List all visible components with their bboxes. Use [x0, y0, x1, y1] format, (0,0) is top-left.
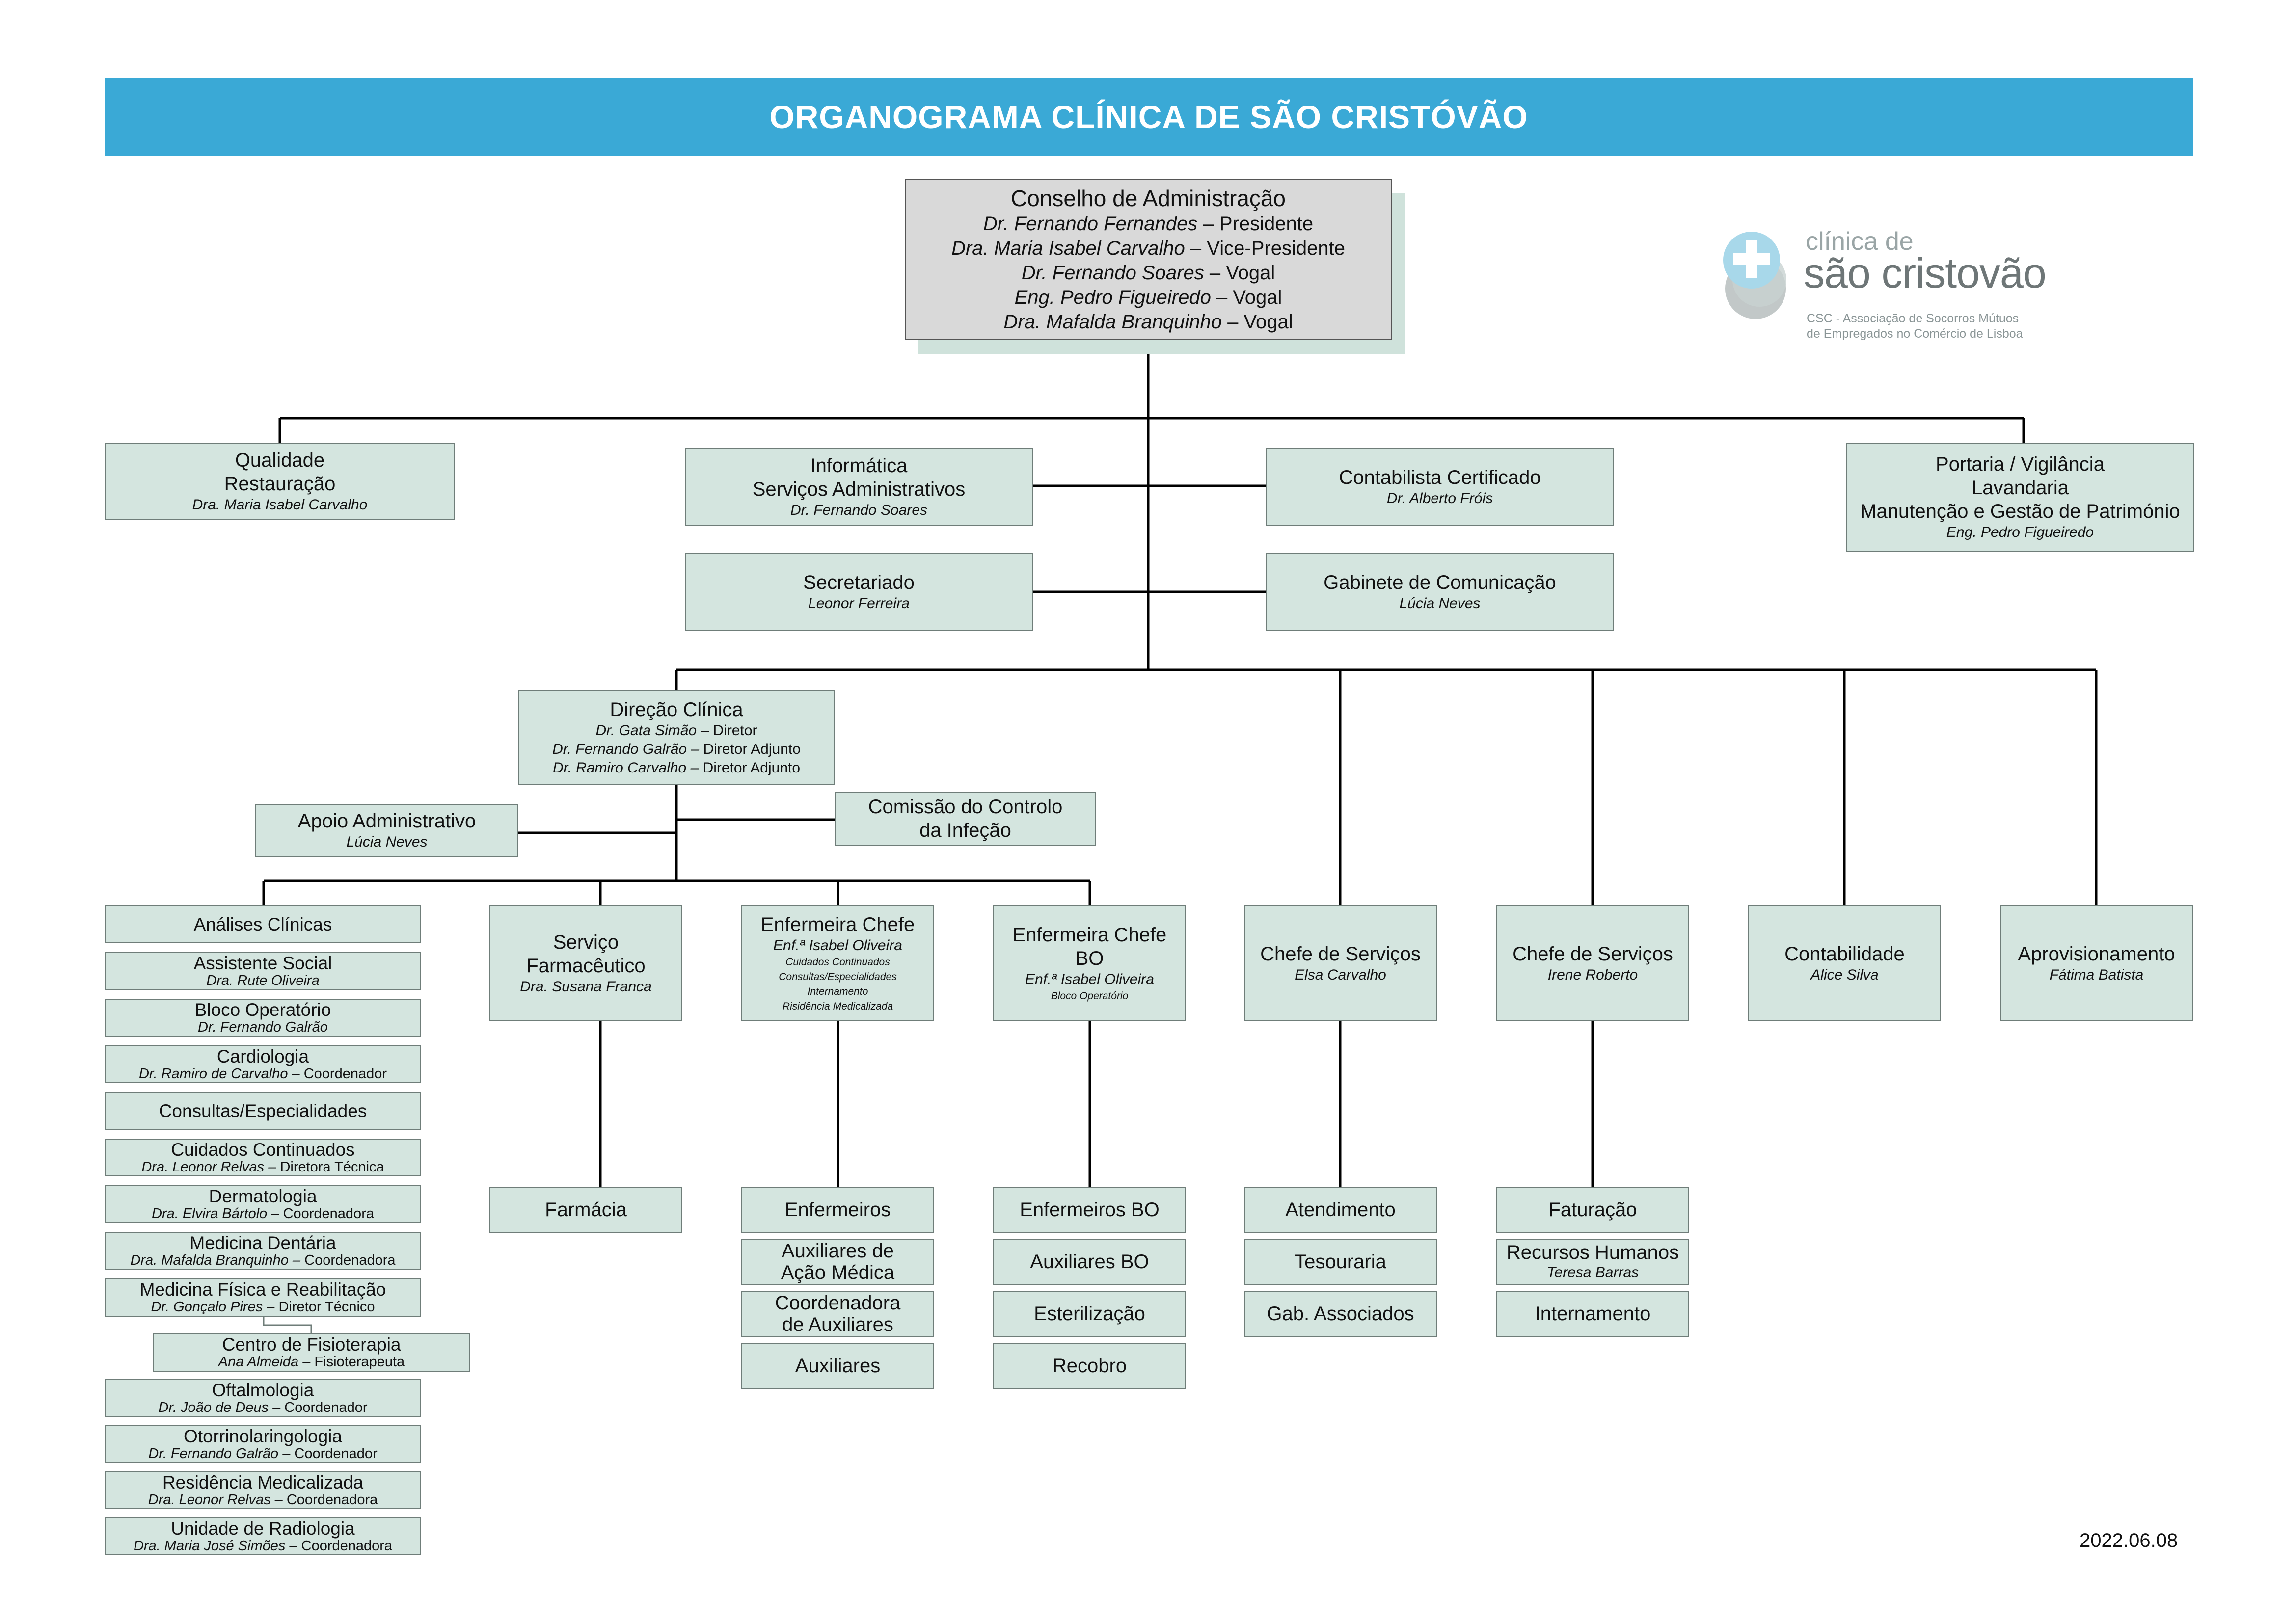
board-member: Eng. Pedro Figueiredo – Vogal [1014, 287, 1282, 308]
service-centro-fisioterapia: Centro de Fisioterapia Ana Almeida – Fis… [153, 1333, 470, 1372]
enfermeiros-bo-box: Enfermeiros BO [993, 1187, 1186, 1233]
service-residencia-medicalizada: Residência Medicalizada Dra. Leonor Relv… [105, 1471, 421, 1509]
qualidade-box: Qualidade Restauração Dra. Maria Isabel … [105, 443, 455, 520]
service-dermatologia: Dermatologia Dra. Elvira Bártolo – Coord… [105, 1185, 421, 1223]
informatica-box: Informática Serviços Administrativos Dr.… [685, 448, 1033, 526]
title-banner: ORGANOGRAMA CLÍNICA DE SÃO CRISTÓVÃO [105, 78, 2193, 156]
portaria-box: Portaria / Vigilância Lavandaria Manuten… [1846, 443, 2194, 552]
chefe-servicos-irene-box: Chefe de Serviços Irene Roberto [1496, 905, 1689, 1021]
logo-subtitle: CSC - Associação de Socorros Mútuos de E… [1807, 312, 2023, 341]
board-member: Dra. Mafalda Branquinho – Vogal [1003, 311, 1293, 333]
service-cardiologia: Cardiologia Dr. Ramiro de Carvalho – Coo… [105, 1045, 421, 1083]
board-title: Conselho de Administração [1011, 186, 1286, 211]
service-medicina-fisica: Medicina Física e Reabilitação Dr. Gonça… [105, 1278, 421, 1317]
enfermeira-chefe-box: Enfermeira Chefe Enf.ª Isabel Oliveira C… [741, 905, 934, 1021]
coordenadora-auxiliares-box: Coordenadora de Auxiliares [741, 1291, 934, 1337]
service-cuidados-continuados: Cuidados Continuados Dra. Leonor Relvas … [105, 1139, 421, 1176]
gab-associados-box: Gab. Associados [1244, 1291, 1437, 1337]
enfermeiros-box: Enfermeiros [741, 1187, 934, 1233]
gabinete-comunicacao-box: Gabinete de Comunicação Lúcia Neves [1266, 553, 1614, 631]
clinic-logo: clínica de são cristovão CSC - Associaçã… [1718, 221, 2091, 348]
servico-farmaceutico-box: Serviço Farmacêutico Dra. Susana Franca [489, 905, 682, 1021]
farmacia-box: Farmácia [489, 1187, 682, 1233]
board-member: Dr. Fernando Soares – Vogal [1021, 262, 1275, 284]
faturacao-box: Faturação [1496, 1187, 1689, 1233]
auxiliares-bo-box: Auxiliares BO [993, 1239, 1186, 1285]
aprovisionamento-box: Aprovisionamento Fátima Batista [2000, 905, 2193, 1021]
logo-line-1: clínica de [1806, 227, 1914, 256]
page-title: ORGANOGRAMA CLÍNICA DE SÃO CRISTÓVÃO [769, 99, 1528, 135]
service-assistente-social: Assistente Social Dra. Rute Oliveira [105, 952, 421, 990]
document-date: 2022.06.08 [2080, 1530, 2178, 1551]
chefe-servicos-elsa-box: Chefe de Serviços Elsa Carvalho [1244, 905, 1437, 1021]
connector [263, 1317, 312, 1333]
auxiliares-acao-medica-box: Auxiliares de Ação Médica [741, 1239, 934, 1285]
board-of-directors-box: Conselho de Administração Dr. Fernando F… [905, 179, 1392, 340]
board-member: Dra. Maria Isabel Carvalho – Vice-Presid… [951, 238, 1345, 259]
auxiliares-box: Auxiliares [741, 1343, 934, 1389]
recobro-box: Recobro [993, 1343, 1186, 1389]
apoio-administrativo-box: Apoio Administrativo Lúcia Neves [255, 804, 518, 857]
service-otorrinolaringologia: Otorrinolaringologia Dr. Fernando Galrão… [105, 1425, 421, 1463]
contabilidade-box: Contabilidade Alice Silva [1748, 905, 1941, 1021]
service-unidade-radiologia: Unidade de Radiologia Dra. Maria José Si… [105, 1517, 421, 1555]
service-analises-clinicas: Análises Clínicas [105, 905, 421, 943]
service-medicina-dentaria: Medicina Dentária Dra. Mafalda Branquinh… [105, 1232, 421, 1270]
esterilizacao-box: Esterilização [993, 1291, 1186, 1337]
tesouraria-box: Tesouraria [1244, 1239, 1437, 1285]
comissao-infecao-box: Comissão do Controlo da Infeção [835, 792, 1096, 846]
service-oftalmologia: Oftalmologia Dr. João de Deus – Coordena… [105, 1379, 421, 1417]
enfermeira-chefe-bo-box: Enfermeira Chefe BO Enf.ª Isabel Oliveir… [993, 905, 1186, 1021]
service-bloco-operatorio: Bloco Operatório Dr. Fernando Galrão [105, 999, 421, 1037]
direcao-clinica-box: Direção Clínica Dr. Gata Simão – Diretor… [518, 690, 835, 785]
service-consultas-especialidades: Consultas/Especialidades [105, 1092, 421, 1130]
board-member: Dr. Fernando Fernandes – Presidente [983, 213, 1314, 235]
atendimento-box: Atendimento [1244, 1187, 1437, 1233]
contabilista-box: Contabilista Certificado Dr. Alberto Fró… [1266, 448, 1614, 526]
recursos-humanos-box: Recursos Humanos Teresa Barras [1496, 1239, 1689, 1285]
cross-logo-icon [1723, 232, 1786, 319]
secretariado-box: Secretariado Leonor Ferreira [685, 553, 1033, 631]
internamento-box: Internamento [1496, 1291, 1689, 1337]
logo-line-2: são cristovão [1804, 250, 2047, 297]
